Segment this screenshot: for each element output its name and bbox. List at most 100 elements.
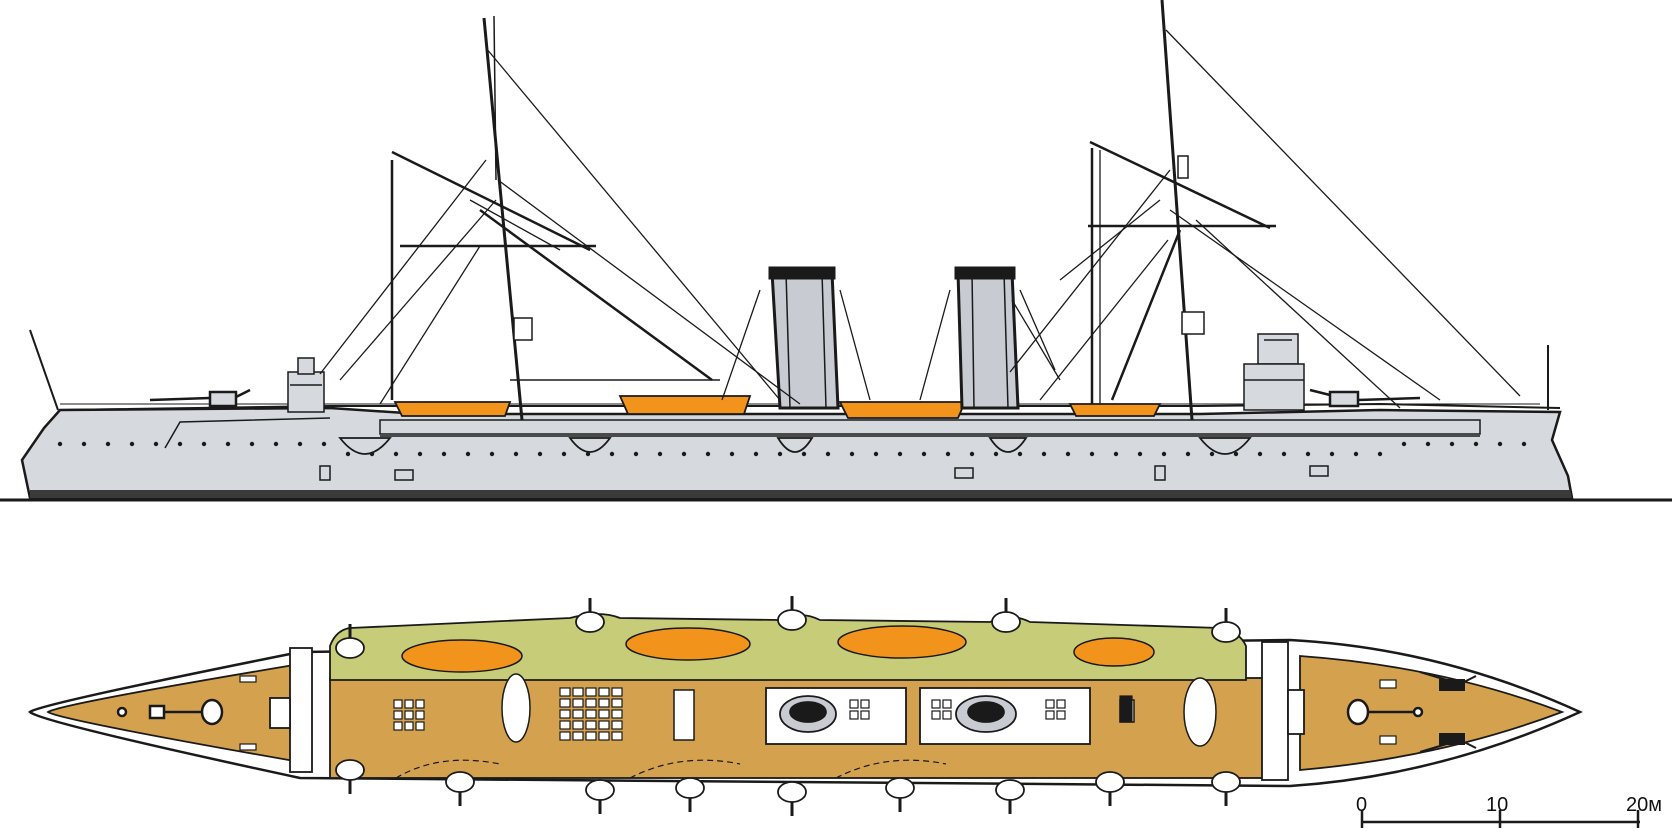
skylight-pane — [598, 720, 610, 730]
porthole — [321, 441, 327, 447]
porthole — [825, 451, 831, 457]
sponson-gun — [335, 624, 365, 659]
funnels — [768, 266, 1020, 410]
yards-and-booms — [390, 140, 1276, 404]
skylight-pane — [404, 699, 414, 709]
sponson-gun — [1095, 771, 1125, 806]
porthole — [1305, 451, 1311, 457]
deck-line — [59, 402, 1561, 411]
porthole — [1017, 451, 1023, 457]
porthole — [753, 451, 759, 457]
porthole — [249, 441, 255, 447]
porthole — [729, 451, 735, 457]
skylight-pane — [860, 710, 870, 720]
porthole — [1113, 451, 1119, 457]
sponson-gun — [335, 759, 365, 794]
skylight-pane — [598, 709, 610, 719]
porthole — [273, 441, 279, 447]
porthole — [441, 451, 447, 457]
skylight-pane — [585, 720, 597, 730]
sponson-gun — [1211, 771, 1241, 806]
porthole — [945, 451, 951, 457]
scale-label-20: 20м — [1626, 794, 1662, 816]
anchor-gear — [1419, 671, 1477, 753]
porthole — [1089, 451, 1095, 457]
porthole — [1329, 451, 1335, 457]
porthole — [1473, 441, 1479, 447]
porthole — [1521, 441, 1527, 447]
deck-guns-side — [149, 388, 1421, 408]
porthole — [177, 441, 183, 447]
boats-side — [393, 395, 1162, 419]
porthole — [921, 451, 927, 457]
porthole — [489, 451, 495, 457]
skylight-pane — [931, 699, 941, 709]
sponson-gun — [995, 779, 1025, 814]
skylight-pane — [415, 721, 425, 731]
funnel-2 — [956, 270, 1020, 410]
funnel-casings-plan — [765, 687, 1091, 745]
porthole — [1449, 441, 1455, 447]
skylight-pane — [404, 710, 414, 720]
skylight-pane — [931, 710, 941, 720]
casemate-sponsons — [338, 437, 1252, 455]
skylight-pane — [572, 709, 584, 719]
skylight-pane — [1056, 710, 1066, 720]
deck-fittings — [239, 675, 1397, 751]
bow-staff — [29, 329, 59, 411]
scale-bar — [1360, 810, 1640, 828]
skylight-pane — [1045, 710, 1055, 720]
skylight-pane — [611, 687, 623, 697]
skylights — [393, 687, 1066, 741]
porthole — [969, 451, 975, 457]
porthole — [585, 451, 591, 457]
side-view — [0, 0, 1672, 502]
porthole — [1233, 451, 1239, 457]
skylight-pane — [415, 710, 425, 720]
skylight-pane — [559, 731, 571, 741]
boats-plan — [401, 625, 1155, 673]
porthole — [1377, 451, 1383, 457]
fore-mast — [1160, 0, 1194, 421]
porthole — [1041, 451, 1047, 457]
after-bridge — [287, 357, 325, 413]
skylight-pane — [1056, 699, 1066, 709]
sponson-gun — [445, 771, 475, 806]
skylight-pane — [393, 721, 403, 731]
skylight-pane — [572, 720, 584, 730]
porthole — [1353, 451, 1359, 457]
porthole — [393, 451, 399, 457]
bridge-plan — [269, 641, 1305, 781]
porthole — [537, 451, 543, 457]
porthole — [105, 441, 111, 447]
porthole — [129, 441, 135, 447]
forward-bridge — [1243, 333, 1305, 411]
sponson-gun — [885, 777, 915, 812]
porthole — [57, 441, 63, 447]
porthole — [465, 451, 471, 457]
sponson-gun — [585, 779, 615, 814]
porthole — [225, 441, 231, 447]
porthole — [513, 451, 519, 457]
porthole — [345, 451, 351, 457]
porthole — [153, 441, 159, 447]
skylight-pane — [572, 698, 584, 708]
skylight-pane — [415, 699, 425, 709]
porthole — [561, 451, 567, 457]
scale-label-10: 10 — [1486, 794, 1509, 816]
porthole — [1065, 451, 1071, 457]
hull-hatches — [319, 465, 1329, 481]
gun-arcs — [395, 759, 947, 779]
superstructure-deck — [379, 419, 1481, 435]
sponson-gun — [575, 598, 605, 633]
skylight-pane — [572, 731, 584, 741]
skylight-pane — [942, 710, 952, 720]
porthole — [1161, 451, 1167, 457]
skylight-pane — [849, 699, 859, 709]
skylight-pane — [598, 731, 610, 741]
sponson-gun — [675, 777, 705, 812]
skylight-pane — [611, 731, 623, 741]
porthole — [657, 451, 663, 457]
porthole — [681, 451, 687, 457]
sponson-gun — [991, 598, 1021, 633]
